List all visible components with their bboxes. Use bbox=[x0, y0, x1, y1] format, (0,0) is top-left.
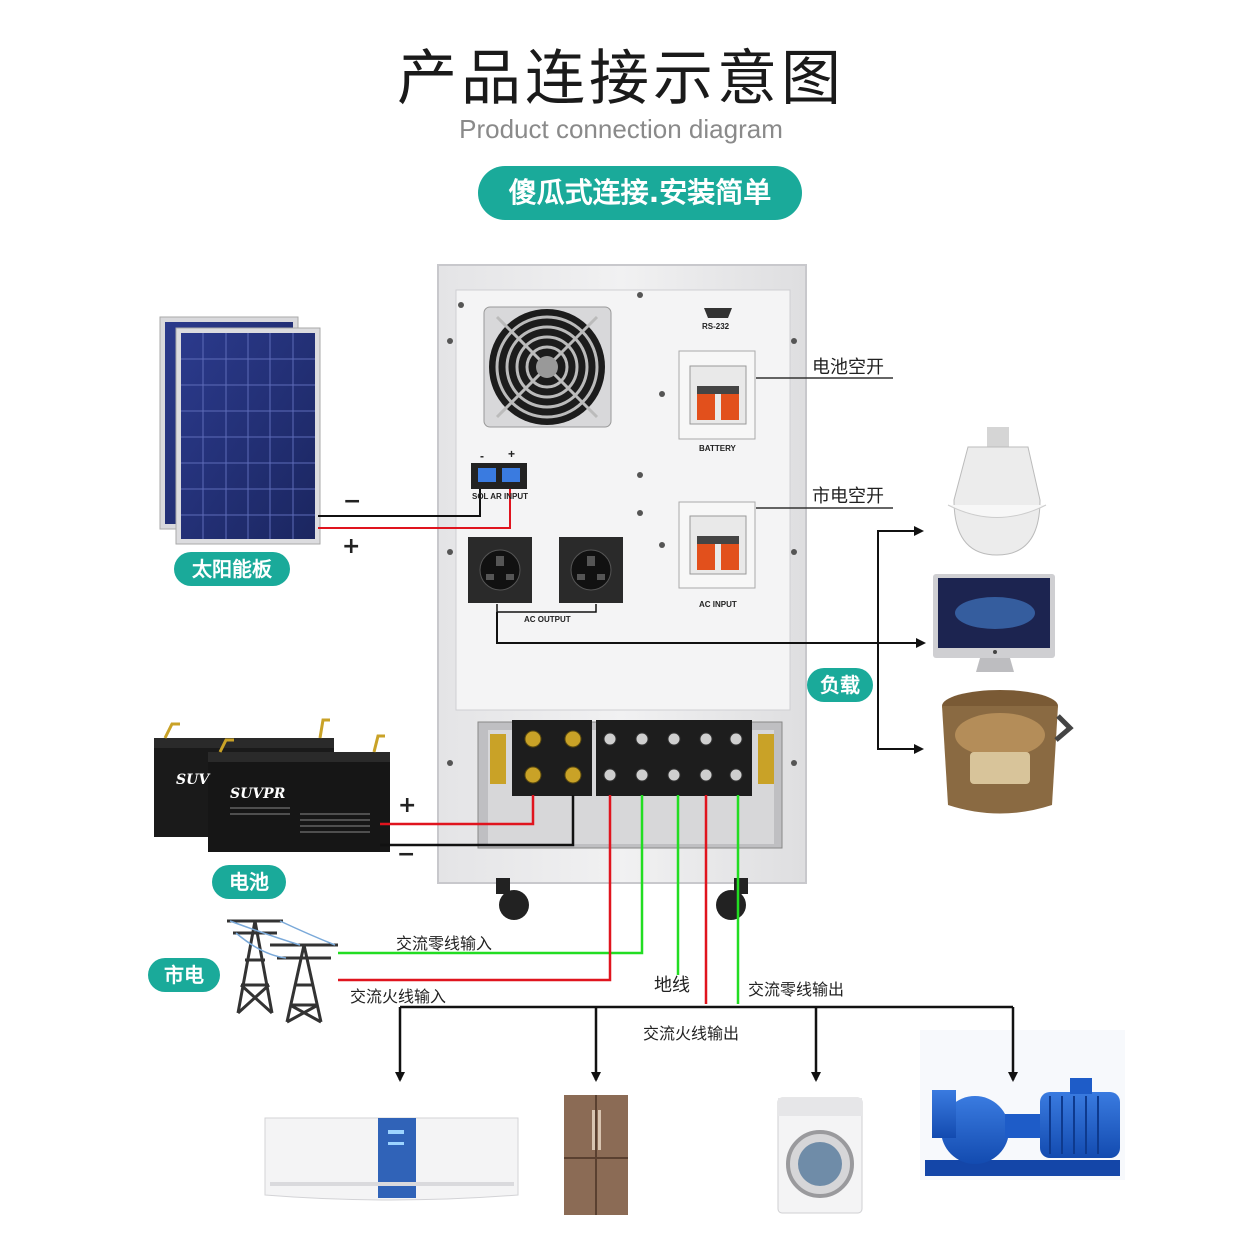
wiring bbox=[318, 377, 1018, 1082]
water-pump-icon bbox=[920, 1030, 1125, 1180]
battery-breaker-panel-label: BATTERY bbox=[699, 444, 736, 453]
air-conditioner-icon bbox=[264, 1117, 519, 1201]
monitor-icon bbox=[933, 574, 1055, 672]
grid-label: 市电 bbox=[148, 958, 220, 992]
battery-label: 电池 bbox=[212, 865, 286, 899]
load-label: 负载 bbox=[807, 668, 873, 702]
ac-output-panel-label: AC OUTPUT bbox=[524, 615, 571, 624]
battery-brand-back: SUV bbox=[176, 772, 210, 788]
ground-wire-label: 地线 bbox=[654, 975, 690, 996]
battery-plus-sign: + bbox=[398, 793, 417, 818]
battery-icon bbox=[154, 718, 390, 852]
caster-wheels bbox=[496, 878, 748, 920]
cooling-fan-icon bbox=[483, 306, 612, 428]
feature-banner: 傻瓜式连接.安装简单 bbox=[478, 166, 802, 220]
page-title: 产品连接示意图 bbox=[397, 44, 845, 114]
rice-cooker-icon bbox=[942, 690, 1074, 814]
page-subtitle: Product connection diagram bbox=[459, 114, 783, 144]
rs232-label: RS-232 bbox=[702, 322, 730, 331]
pv-plus-label: + bbox=[508, 447, 516, 461]
solar-input-terminal bbox=[471, 463, 527, 489]
battery-breaker bbox=[678, 350, 756, 440]
solar-panel-label: 太阳能板 bbox=[174, 552, 290, 586]
ac-live-input-label: 交流火线输入 bbox=[350, 987, 447, 1006]
solar-minus-sign: − bbox=[343, 489, 362, 514]
ac-output-sockets bbox=[468, 537, 623, 613]
battery-brand: SUVPR bbox=[230, 786, 286, 802]
ac-neutral-input-label: 交流零线输入 bbox=[396, 934, 493, 953]
ac-neutral-output-label: 交流零线输出 bbox=[748, 980, 845, 999]
solar-input-panel-label: SOL AR INPUT bbox=[472, 492, 529, 501]
solar-plus-sign: + bbox=[342, 534, 361, 559]
battery-minus-sign: − bbox=[397, 842, 416, 867]
battery-breaker-label: 电池空开 bbox=[812, 357, 884, 378]
pv-minus-label: - bbox=[480, 449, 484, 463]
ac-input-panel-label: AC INPUT bbox=[699, 600, 737, 609]
power-tower-icon bbox=[227, 919, 338, 1024]
rs232-port bbox=[704, 308, 732, 318]
bulb-icon bbox=[947, 427, 1047, 556]
washing-machine-icon bbox=[777, 1097, 863, 1214]
terminal-block bbox=[477, 720, 783, 849]
refrigerator-icon bbox=[564, 1095, 628, 1215]
grid-breaker bbox=[678, 501, 756, 589]
ac-live-output-label: 交流火线输出 bbox=[643, 1024, 740, 1043]
solar-panel-icon bbox=[159, 316, 321, 545]
grid-breaker-label: 市电空开 bbox=[812, 486, 884, 507]
